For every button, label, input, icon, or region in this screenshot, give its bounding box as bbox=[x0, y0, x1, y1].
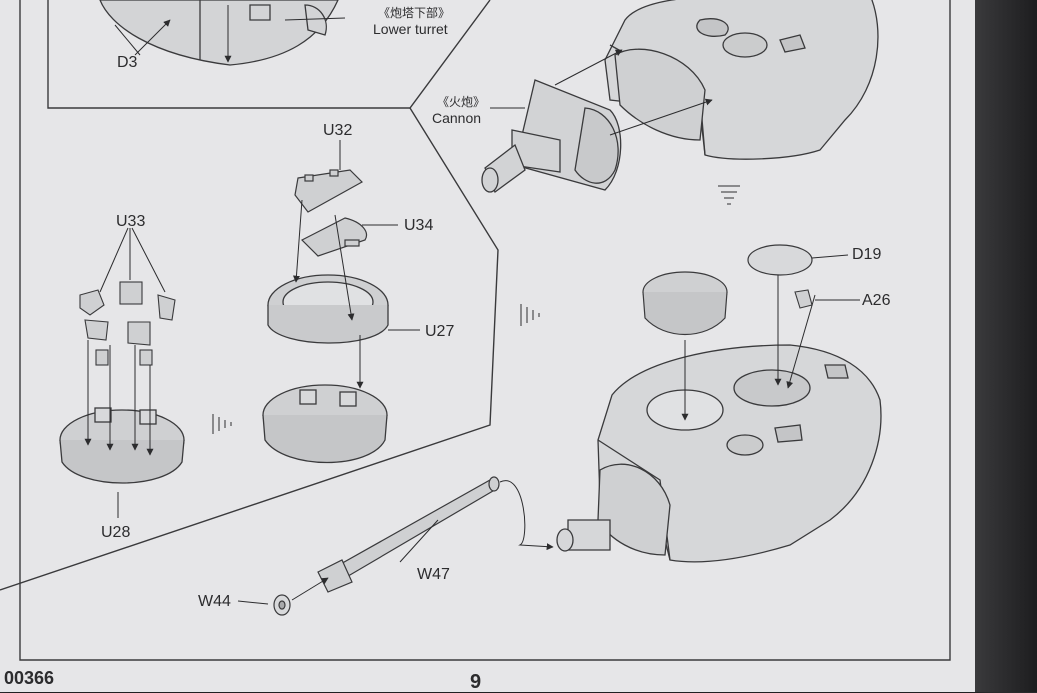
page-number: 9 bbox=[470, 671, 482, 693]
cannon-illustration bbox=[481, 79, 622, 194]
w47-barrel bbox=[317, 476, 500, 593]
u33-parts bbox=[79, 281, 176, 366]
label-d19: D19 bbox=[852, 246, 882, 263]
step-arrow-down bbox=[718, 185, 740, 205]
label-lower-turret-cn: 《炮塔下部》 bbox=[378, 6, 451, 20]
label-a26: A26 bbox=[862, 292, 891, 309]
d19-hatch bbox=[747, 244, 813, 276]
label-u33: U33 bbox=[116, 213, 146, 230]
label-cannon-cn: 《火炮》 bbox=[437, 95, 486, 109]
page-edge-shadow bbox=[975, 0, 1037, 692]
step-arrow-right-2 bbox=[520, 304, 540, 326]
product-code: 00366 bbox=[4, 668, 55, 688]
w44-washer bbox=[273, 594, 291, 616]
lower-turret-illustration bbox=[99, 0, 339, 66]
label-w44: W44 bbox=[198, 593, 231, 610]
label-u32: U32 bbox=[323, 122, 353, 139]
step-arrow-right-1 bbox=[212, 414, 232, 434]
label-lower-turret-en: Lower turret bbox=[373, 21, 448, 37]
upper-turret-illustration bbox=[604, 0, 879, 160]
label-u34: U34 bbox=[404, 217, 434, 234]
u34-part bbox=[300, 217, 367, 257]
assembly-illustration bbox=[0, 0, 951, 661]
label-w47: W47 bbox=[417, 566, 450, 583]
turret-ring-assembly bbox=[642, 271, 728, 336]
label-cannon-en: Cannon bbox=[432, 110, 482, 126]
u28-assembled-ring bbox=[262, 384, 388, 464]
final-turret bbox=[556, 344, 882, 563]
u27-ring bbox=[267, 274, 389, 344]
label-d3: D3 bbox=[117, 54, 138, 71]
label-u27: U27 bbox=[425, 323, 455, 340]
a26-part bbox=[794, 289, 813, 309]
u28-ring bbox=[59, 407, 185, 484]
u32-part bbox=[294, 169, 363, 213]
label-u28: U28 bbox=[101, 524, 131, 541]
panel-borders bbox=[0, 0, 951, 661]
